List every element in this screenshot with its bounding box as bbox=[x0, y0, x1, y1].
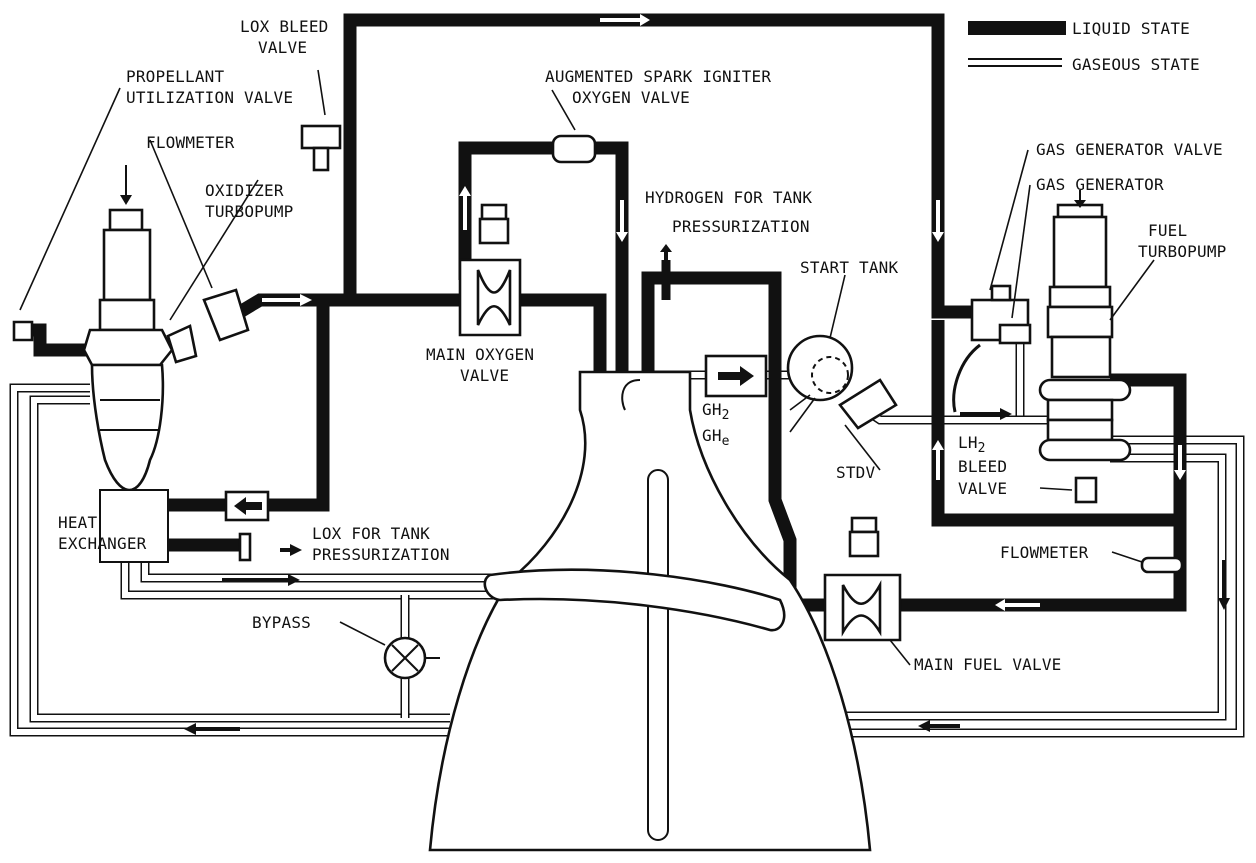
arrow-down-icon bbox=[616, 200, 628, 242]
arrow-down-icon bbox=[1174, 445, 1186, 480]
arrow-left-icon bbox=[918, 720, 960, 732]
heat-exchanger-label-1: HEAT bbox=[58, 513, 97, 532]
hydrogen-tank-label-1: HYDROGEN FOR TANK bbox=[645, 188, 812, 207]
flowmeter-right-label: FLOWMETER bbox=[1000, 543, 1089, 562]
lox-bleed-valve bbox=[300, 124, 342, 150]
flowmeter-right bbox=[1140, 556, 1184, 574]
oxidizer-turbopump-label-1: OXIDIZER bbox=[205, 181, 284, 200]
labels: LOX BLEED VALVE PROPELLANT UTILIZATION V… bbox=[58, 17, 1227, 674]
asi-label-1: AUGMENTED SPARK IGNITER bbox=[545, 67, 771, 86]
stdv-label: STDV bbox=[836, 463, 875, 482]
arrow-right-icon bbox=[960, 408, 1012, 420]
stdv-valve bbox=[838, 378, 898, 430]
gas-generator-valve-label: GAS GENERATOR VALVE bbox=[1036, 140, 1223, 159]
legend-liquid-label: LIQUID STATE bbox=[1072, 19, 1190, 38]
arrow-right-icon bbox=[600, 14, 650, 26]
lox-bleed-label-1: LOX BLEED bbox=[240, 17, 329, 36]
arrow-down-icon bbox=[120, 195, 132, 205]
arrow-left-icon bbox=[184, 723, 240, 735]
start-tank bbox=[786, 334, 854, 402]
oxidizer-turbopump bbox=[82, 165, 174, 492]
leader-lines bbox=[19, 69, 1155, 666]
propellant-utilization-valve bbox=[12, 320, 34, 342]
lox-bleed-label-2: VALVE bbox=[258, 38, 307, 57]
lox-bleed-valve-stem bbox=[312, 146, 330, 172]
oxidizer-outlet-fitting bbox=[166, 324, 198, 364]
main-oxygen-valve bbox=[458, 203, 522, 337]
arrow-down-icon bbox=[1074, 200, 1086, 208]
hydrogen-tank-label-2: PRESSURIZATION bbox=[672, 217, 810, 236]
bypass-label: BYPASS bbox=[252, 613, 311, 632]
torus-manifold bbox=[483, 568, 786, 632]
main-fuel-valve bbox=[823, 516, 902, 642]
arrow-right-icon bbox=[718, 366, 754, 386]
lox-tank-press-valve bbox=[238, 532, 252, 562]
legend: LIQUID STATE GASEOUS STATE bbox=[968, 19, 1200, 74]
flowmeter-left bbox=[202, 288, 250, 342]
lox-tank-label-2: PRESSURIZATION bbox=[312, 545, 450, 564]
arrow-right-icon bbox=[222, 574, 300, 586]
main-fuel-valve-label: MAIN FUEL VALVE bbox=[914, 655, 1062, 674]
nozzle-coolant-tube bbox=[647, 469, 669, 841]
asi-oxygen-valve bbox=[551, 134, 597, 164]
arrow-down-icon bbox=[1218, 560, 1230, 610]
pu-valve-label-2: UTILIZATION VALVE bbox=[126, 88, 293, 107]
arrow-left-icon bbox=[995, 599, 1040, 611]
asi-label-2: OXYGEN VALVE bbox=[572, 88, 690, 107]
arrow-down-icon bbox=[932, 200, 944, 242]
fuel-turbopump-label-2: TURBOPUMP bbox=[1138, 242, 1227, 261]
fuel-turbopump bbox=[1038, 190, 1132, 462]
gh2-label: GH2 bbox=[702, 400, 730, 423]
legend-gaseous-label: GASEOUS STATE bbox=[1072, 55, 1200, 74]
heat-exchanger-label-2: EXCHANGER bbox=[58, 534, 147, 553]
arrow-left-icon bbox=[234, 497, 262, 515]
arrow-up-icon bbox=[459, 186, 471, 230]
ghe-label: GHe bbox=[702, 426, 730, 449]
lox-tank-label-1: LOX FOR TANK bbox=[312, 524, 430, 543]
oxidizer-turbopump-label-2: TURBOPUMP bbox=[205, 202, 294, 221]
lh2-bleed-label-3: VALVE bbox=[958, 479, 1007, 498]
arrow-up-icon bbox=[660, 244, 672, 262]
main-oxygen-valve-label-1: MAIN OXYGEN bbox=[426, 345, 534, 364]
lh2-bleed-valve bbox=[1074, 476, 1098, 504]
liquid-legend-swatch bbox=[968, 21, 1066, 35]
bypass-valve bbox=[383, 636, 440, 680]
curved-arrow-icon bbox=[621, 379, 641, 411]
heat-exchanger-box bbox=[99, 489, 169, 563]
gas-generator bbox=[952, 284, 1032, 413]
gas-generator-label: GAS GENERATOR bbox=[1036, 175, 1164, 194]
arrow-right-icon bbox=[262, 294, 312, 306]
thrust-chamber bbox=[428, 370, 872, 852]
start-tank-label: START TANK bbox=[800, 258, 898, 277]
pu-valve-label-1: PROPELLANT bbox=[126, 67, 224, 86]
lh2-bleed-label-1: LH2 bbox=[958, 433, 986, 456]
flowmeter-left-label: FLOWMETER bbox=[146, 133, 235, 152]
main-oxygen-valve-label-2: VALVE bbox=[460, 366, 509, 385]
lh2-bleed-label-2: BLEED bbox=[958, 457, 1007, 476]
arrow-right-icon bbox=[280, 544, 302, 556]
arrow-up-icon bbox=[932, 440, 944, 480]
fuel-turbopump-label-1: FUEL bbox=[1148, 221, 1187, 240]
